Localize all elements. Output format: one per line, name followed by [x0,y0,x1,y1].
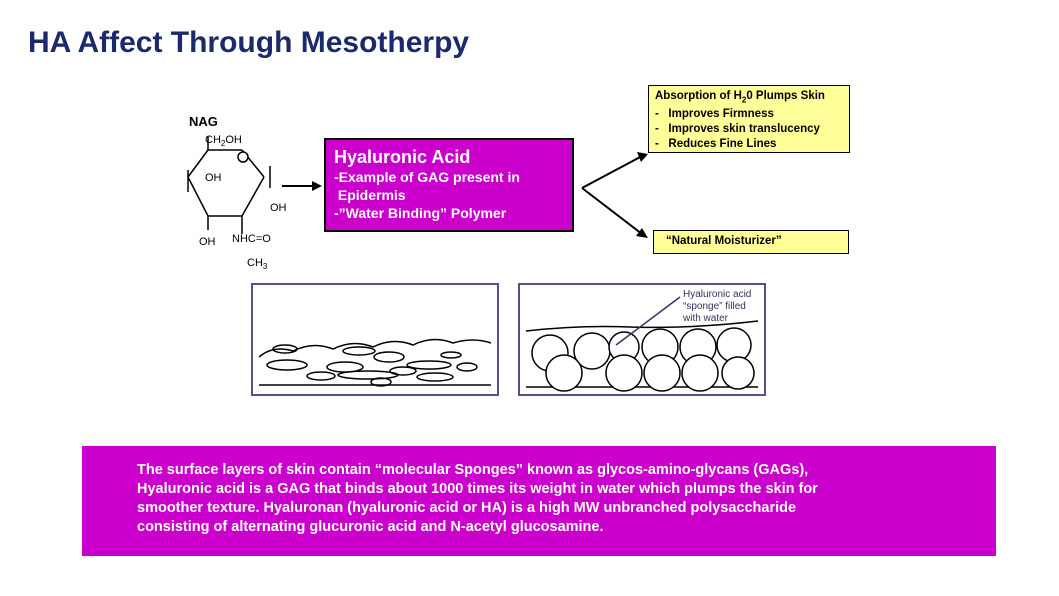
group-ch2oh: CH2OH [205,134,242,149]
description-line: consisting of alternating glucuronic aci… [137,519,604,535]
skin-panel-before [251,283,499,396]
hyaluronic-acid-box: Hyaluronic Acid -Example of GAG present … [324,138,574,232]
arrow-to-ha-icon [282,181,322,191]
group-ch3: CH3 [247,257,268,272]
absorption-item: - Reduces Fine Lines [655,138,777,151]
description-box: The surface layers of skin contain “mole… [82,446,996,556]
ha-box-line: Epidermis [334,187,406,203]
ha-box-line: -”Water Binding” Polymer [334,205,507,221]
ha-box-title: Hyaluronic Acid [334,147,471,167]
absorption-item: - Improves Firmness [655,108,774,121]
ring-oxygen-icon [237,151,249,163]
skin-panel-after [518,283,766,396]
description-line: smoother texture. Hyaluronan (hyaluronic… [137,500,797,516]
absorption-heading: Absorption of H20 Plumps Skin [655,90,825,105]
absorption-item: - Improves skin translucency [655,123,820,136]
group-oh-bottom: OH [199,236,216,248]
group-oh-inner: OH [205,172,222,184]
molecule-name: NAG [189,114,218,129]
group-oh-right: OH [270,202,287,214]
description-line: Hyaluronic acid is a GAG that binds abou… [137,481,818,497]
skin-layer-after-illustration [525,296,759,392]
nag-ring-structure [187,136,271,234]
page-title: HA Affect Through Mesotherpy [28,26,470,59]
description-line: The surface layers of skin contain “mole… [137,462,809,478]
natural-moisturizer-box: “Natural Moisturizer” [653,230,849,254]
skin-layer-before-illustration [258,338,492,387]
branch-arrows-icon [581,152,648,238]
absorption-box: Absorption of H20 Plumps Skin - Improves… [648,85,850,153]
group-nhc: NHC=O [232,233,271,245]
sponge-callout-label: Hyaluronic acid “sponge” filled with wat… [683,289,752,324]
ha-box-line: -Example of GAG present in [334,169,520,185]
